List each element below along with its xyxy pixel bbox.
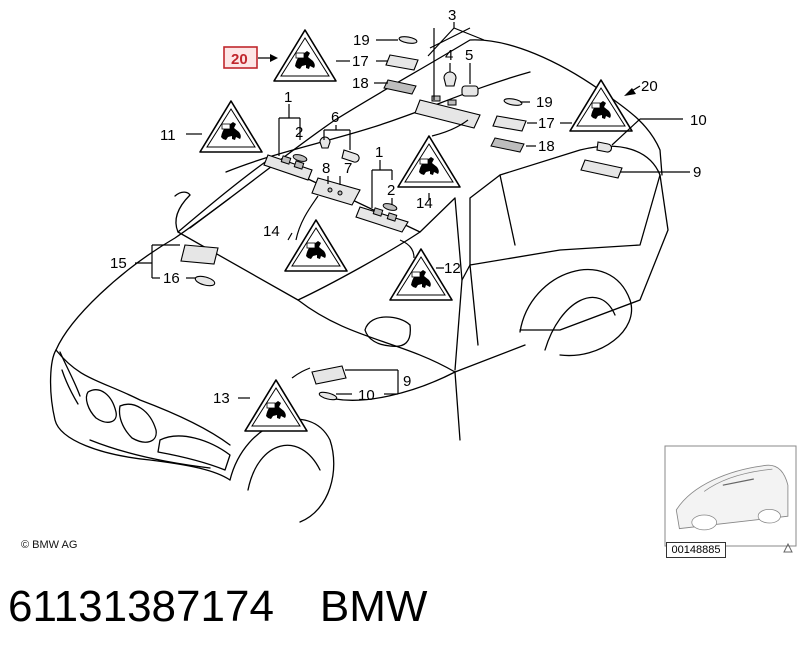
callout-15: 15 xyxy=(110,255,127,272)
highlight-box xyxy=(223,46,258,69)
leader-lines xyxy=(135,22,690,399)
callout-2: 2 xyxy=(295,124,303,141)
callout-8: 8 xyxy=(322,160,330,177)
callout-13: 11 xyxy=(160,127,176,144)
callout-20: 20 xyxy=(641,78,658,95)
callout-13: 12 xyxy=(444,260,461,277)
callout-5: 5 xyxy=(465,47,473,64)
part-roof-console xyxy=(414,71,481,129)
copyright-notice: © BMW AG xyxy=(21,539,78,551)
part-reading-lights-rear xyxy=(355,203,409,233)
part-interior-light-center xyxy=(311,136,361,206)
callout-labels: 20 19 17 18 3 4 5 19 17 18 20 10 9 11 1 … xyxy=(110,7,707,407)
part-footwell-light-front xyxy=(180,244,219,287)
callout-17: 17 xyxy=(352,53,369,70)
callout-18: 18 xyxy=(352,75,369,92)
callout-14: 14 xyxy=(263,223,280,240)
thumbnail-panel xyxy=(664,445,797,553)
warning-triangle-icon xyxy=(273,29,337,82)
thumbnail-code: 00148885 xyxy=(666,542,726,558)
brand-name: BMW xyxy=(319,582,428,631)
warning-triangle-icon xyxy=(199,100,263,153)
warning-triangle-icon xyxy=(389,248,453,301)
callout-20-highlighted: 20 xyxy=(231,51,248,68)
parts-diagram: 20 19 17 18 3 4 5 19 17 18 20 10 9 11 1 … xyxy=(49,7,797,553)
callout-12: 10 xyxy=(690,112,707,129)
callout-11: 9 xyxy=(693,164,701,181)
part-cargo-light xyxy=(580,141,623,179)
callout-13: 13 xyxy=(213,390,230,407)
callout-16: 16 xyxy=(163,270,180,287)
part-title: 61131387174 BMW xyxy=(8,582,427,632)
part-vanity-light-top xyxy=(383,36,419,95)
callout-1: 1 xyxy=(284,89,292,106)
callout-19: 19 xyxy=(536,94,553,111)
callout-19: 19 xyxy=(353,32,370,49)
warning-triangle-icon xyxy=(244,379,308,432)
part-vanity-light-right xyxy=(490,98,527,153)
callout-6: 6 xyxy=(331,109,339,126)
part-reading-lights-front xyxy=(263,154,313,181)
car-outline xyxy=(49,39,669,523)
callout-17: 17 xyxy=(538,115,555,132)
callout-18: 18 xyxy=(538,138,555,155)
part-number: 61131387174 xyxy=(8,582,274,631)
callout-9: 9 xyxy=(403,373,411,390)
warning-triangle-icon xyxy=(397,135,461,188)
callout-1: 1 xyxy=(375,144,383,161)
callout-14: 14 xyxy=(416,195,433,212)
warning-triangle-icon xyxy=(569,79,633,132)
callout-10: 10 xyxy=(358,387,375,404)
callout-7: 7 xyxy=(344,160,352,177)
callout-4: 4 xyxy=(445,47,453,64)
callout-3: 3 xyxy=(448,7,456,24)
part-door-light xyxy=(311,365,347,401)
warning-triangle-icon xyxy=(284,219,348,272)
callout-2: 2 xyxy=(387,182,395,199)
